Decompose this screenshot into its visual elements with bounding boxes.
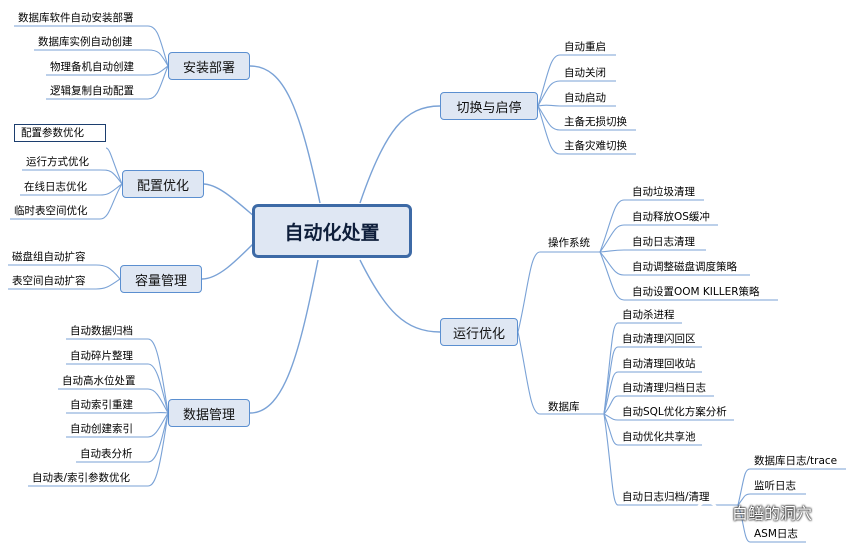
- sub-branch-database: 数据库: [548, 401, 580, 413]
- branch-switch-startstop: 切换与启停: [440, 92, 538, 120]
- leaf-online-log-optimize: 在线日志优化: [24, 181, 87, 193]
- leaf-auto-clean-recyclebin: 自动清理回收站: [622, 358, 696, 370]
- watermark: 白鳝的洞穴: [694, 500, 812, 524]
- leaf-lossless-switchover: 主备无损切换: [564, 116, 627, 128]
- leaf-auto-log-archive-clean: 自动日志归档/清理: [622, 491, 710, 503]
- leaf-auto-clean-archivelog: 自动清理归档日志: [622, 382, 706, 394]
- leaf-physical-standby-create: 物理备机自动创建: [50, 61, 134, 73]
- wechat-icon: [695, 502, 726, 522]
- leaf-db-instance-create: 数据库实例自动创建: [38, 36, 133, 48]
- leaf-db-software-install: 数据库软件自动安装部署: [18, 12, 134, 24]
- leaf-auto-log-clean: 自动日志清理: [632, 236, 695, 248]
- branch-data-manage: 数据管理: [168, 399, 250, 427]
- leaf-auto-shared-pool: 自动优化共享池: [622, 431, 696, 443]
- leaf-auto-defragment: 自动碎片整理: [70, 350, 133, 362]
- leaf-run-mode-optimize: 运行方式优化: [26, 156, 89, 168]
- leaf-auto-create-index: 自动创建索引: [70, 423, 133, 435]
- leaf-diskgroup-auto-extend: 磁盘组自动扩容: [12, 251, 86, 263]
- leaf-auto-table-index-param: 自动表/索引参数优化: [32, 472, 131, 484]
- leaf-auto-shutdown: 自动关闭: [564, 67, 606, 79]
- branch-install-deploy: 安装部署: [168, 52, 250, 80]
- leaf-auto-disk-scheduler: 自动调整磁盘调度策略: [632, 261, 737, 273]
- sub-branch-os: 操作系统: [548, 237, 590, 249]
- leaf-auto-restart: 自动重启: [564, 41, 606, 53]
- branch-runtime-optimize: 运行优化: [440, 318, 518, 346]
- leaf-db-log-trace: 数据库日志/trace: [754, 455, 838, 467]
- leaf-temp-tablespace-optimize: 临时表空间优化: [14, 205, 88, 217]
- leaf-tablespace-auto-extend: 表空间自动扩容: [12, 275, 86, 287]
- leaf-auto-release-os-cache: 自动释放OS缓冲: [632, 211, 710, 223]
- leaf-listener-log: 监听日志: [754, 480, 796, 492]
- leaf-auto-table-analyze: 自动表分析: [80, 448, 133, 460]
- leaf-auto-kill-process: 自动杀进程: [622, 309, 675, 321]
- watermark-text: 白鳝的洞穴: [732, 504, 813, 523]
- leaf-auto-clean-flashback: 自动清理闪回区: [622, 333, 696, 345]
- leaf-auto-data-archive: 自动数据归档: [70, 325, 133, 337]
- leaf-auto-high-watermark: 自动高水位处置: [62, 375, 136, 387]
- central-node: 自动化处置: [252, 204, 412, 258]
- leaf-auto-sql-optimize: 自动SQL优化方案分析: [622, 406, 727, 418]
- leaf-auto-startup: 自动启动: [564, 92, 606, 104]
- leaf-asm-log: ASM日志: [754, 528, 798, 540]
- branch-config-optimize: 配置优化: [122, 170, 204, 198]
- leaf-auto-garbage-clean: 自动垃圾清理: [632, 186, 695, 198]
- leaf-auto-oom-killer: 自动设置OOM KILLER策略: [632, 286, 760, 298]
- leaf-auto-index-rebuild: 自动索引重建: [70, 399, 133, 411]
- leaf-disaster-failover: 主备灾难切换: [564, 140, 627, 152]
- leaf-logical-replication-config: 逻辑复制自动配置: [50, 85, 134, 97]
- branch-capacity-manage: 容量管理: [120, 265, 202, 293]
- leaf-config-param-optimize: 配置参数优化: [14, 124, 106, 142]
